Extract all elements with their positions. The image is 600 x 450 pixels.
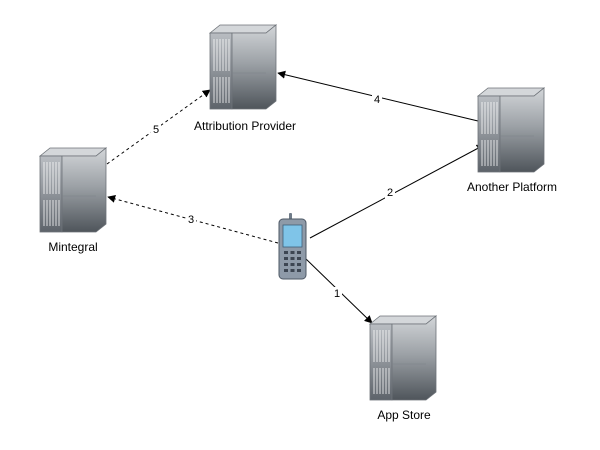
edge-3-label: 3 bbox=[188, 214, 194, 226]
app-store-server-icon bbox=[369, 315, 437, 401]
edge-5-label: 5 bbox=[153, 124, 159, 136]
edge-5: 5 bbox=[106, 89, 211, 165]
another-platform-label: Another Platform bbox=[466, 180, 558, 194]
app-store-label: App Store bbox=[377, 408, 431, 422]
edge-2-label: 2 bbox=[387, 187, 393, 199]
edge-4-label: 4 bbox=[374, 94, 380, 106]
mintegral-label: Mintegral bbox=[48, 240, 98, 254]
mobile-phone-icon bbox=[278, 213, 307, 280]
mintegral-server-icon bbox=[39, 147, 107, 233]
edge-3: 3 bbox=[107, 195, 279, 244]
attribution-provider-server-icon bbox=[209, 24, 277, 110]
attribution-provider-label: Attribution Provider bbox=[193, 119, 297, 133]
edge-4: 4 bbox=[277, 70, 479, 122]
edge-1: 1 bbox=[304, 257, 373, 324]
edge-1-label: 1 bbox=[334, 288, 340, 300]
edge-2: 2 bbox=[309, 144, 485, 239]
another-platform-server-icon bbox=[477, 87, 545, 173]
